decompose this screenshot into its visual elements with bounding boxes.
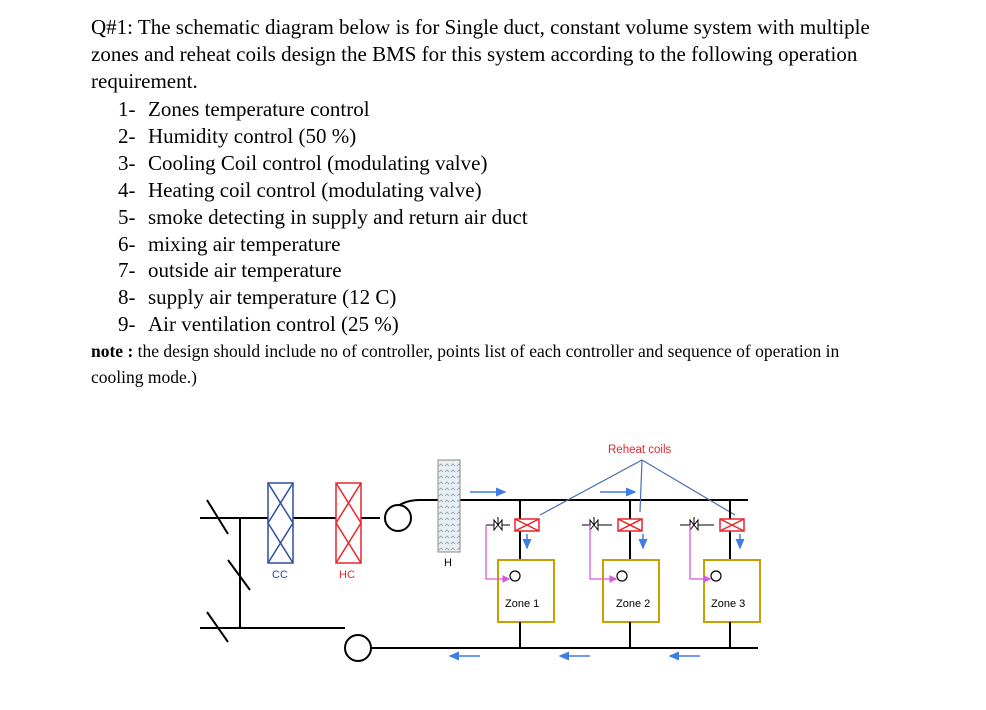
heating-coil-icon bbox=[335, 482, 362, 564]
reheat-leader-lines bbox=[539, 459, 736, 516]
list-item: 1-Zones temperature control bbox=[118, 97, 370, 121]
zone-label: Zone 1 bbox=[505, 598, 539, 610]
list-item: 6-mixing air temperature bbox=[118, 231, 341, 256]
note-text: the design should include no of controll… bbox=[91, 341, 840, 387]
list-item: 8-supply air temperature (12 C) bbox=[118, 285, 397, 310]
thermostat-icon bbox=[509, 570, 521, 582]
question-intro: Q#1: The schematic diagram below is for … bbox=[91, 15, 870, 93]
list-item: 7-outside air temperature bbox=[118, 258, 342, 283]
list-item: 3-Cooling Coil control (modulating valve… bbox=[118, 150, 488, 175]
thermostat-icon bbox=[710, 570, 722, 582]
hc-label: HC bbox=[339, 569, 355, 581]
sensor-line bbox=[589, 525, 618, 583]
reheat-valve-icon bbox=[486, 517, 510, 532]
h-label: H bbox=[444, 557, 452, 569]
cooling-coil-icon bbox=[267, 482, 294, 564]
zone-box bbox=[703, 559, 761, 623]
reheat-valve-icon bbox=[582, 517, 612, 532]
sensor-line bbox=[485, 525, 511, 583]
list-item: 5-smoke detecting in supply and return a… bbox=[118, 204, 528, 229]
list-item: 2-Humidity control (50 %) bbox=[118, 123, 357, 148]
zone-branch-2: Zone 2 bbox=[582, 500, 660, 648]
mixing-box bbox=[200, 518, 345, 629]
reheat-coil-icon bbox=[617, 518, 643, 532]
note-label: note : bbox=[91, 341, 134, 361]
return-fan-icon bbox=[344, 634, 758, 662]
requirements-list: 1-Zones temperature control 2-Humidity c… bbox=[118, 96, 528, 338]
reheat-coil-icon bbox=[514, 518, 540, 532]
reheat-coils-label: Reheat coils bbox=[608, 444, 672, 456]
outside-air-damper-icon bbox=[206, 499, 229, 535]
zone-label: Zone 2 bbox=[616, 598, 650, 610]
list-item: 9-Air ventilation control (25 %) bbox=[118, 312, 399, 337]
exhaust-damper-icon bbox=[206, 611, 229, 643]
zone-box bbox=[497, 559, 555, 623]
supply-fan-icon bbox=[384, 504, 412, 532]
sensor-line bbox=[689, 525, 712, 583]
mixing-damper-icon bbox=[227, 559, 251, 591]
thermostat-icon bbox=[616, 570, 628, 582]
humidifier-icon bbox=[437, 459, 461, 553]
list-item: 4-Heating coil control (modulating valve… bbox=[118, 177, 482, 202]
zone-branch-1: Zone 1 bbox=[485, 500, 555, 648]
zone-label: Zone 3 bbox=[711, 598, 745, 610]
reheat-coil-icon bbox=[719, 518, 745, 532]
zone-box bbox=[602, 559, 660, 623]
zone-branch-3: Zone 3 bbox=[680, 500, 761, 648]
note: note : the design should include no of c… bbox=[91, 338, 891, 390]
reheat-valve-icon bbox=[680, 517, 714, 532]
cc-label: CC bbox=[272, 569, 288, 581]
